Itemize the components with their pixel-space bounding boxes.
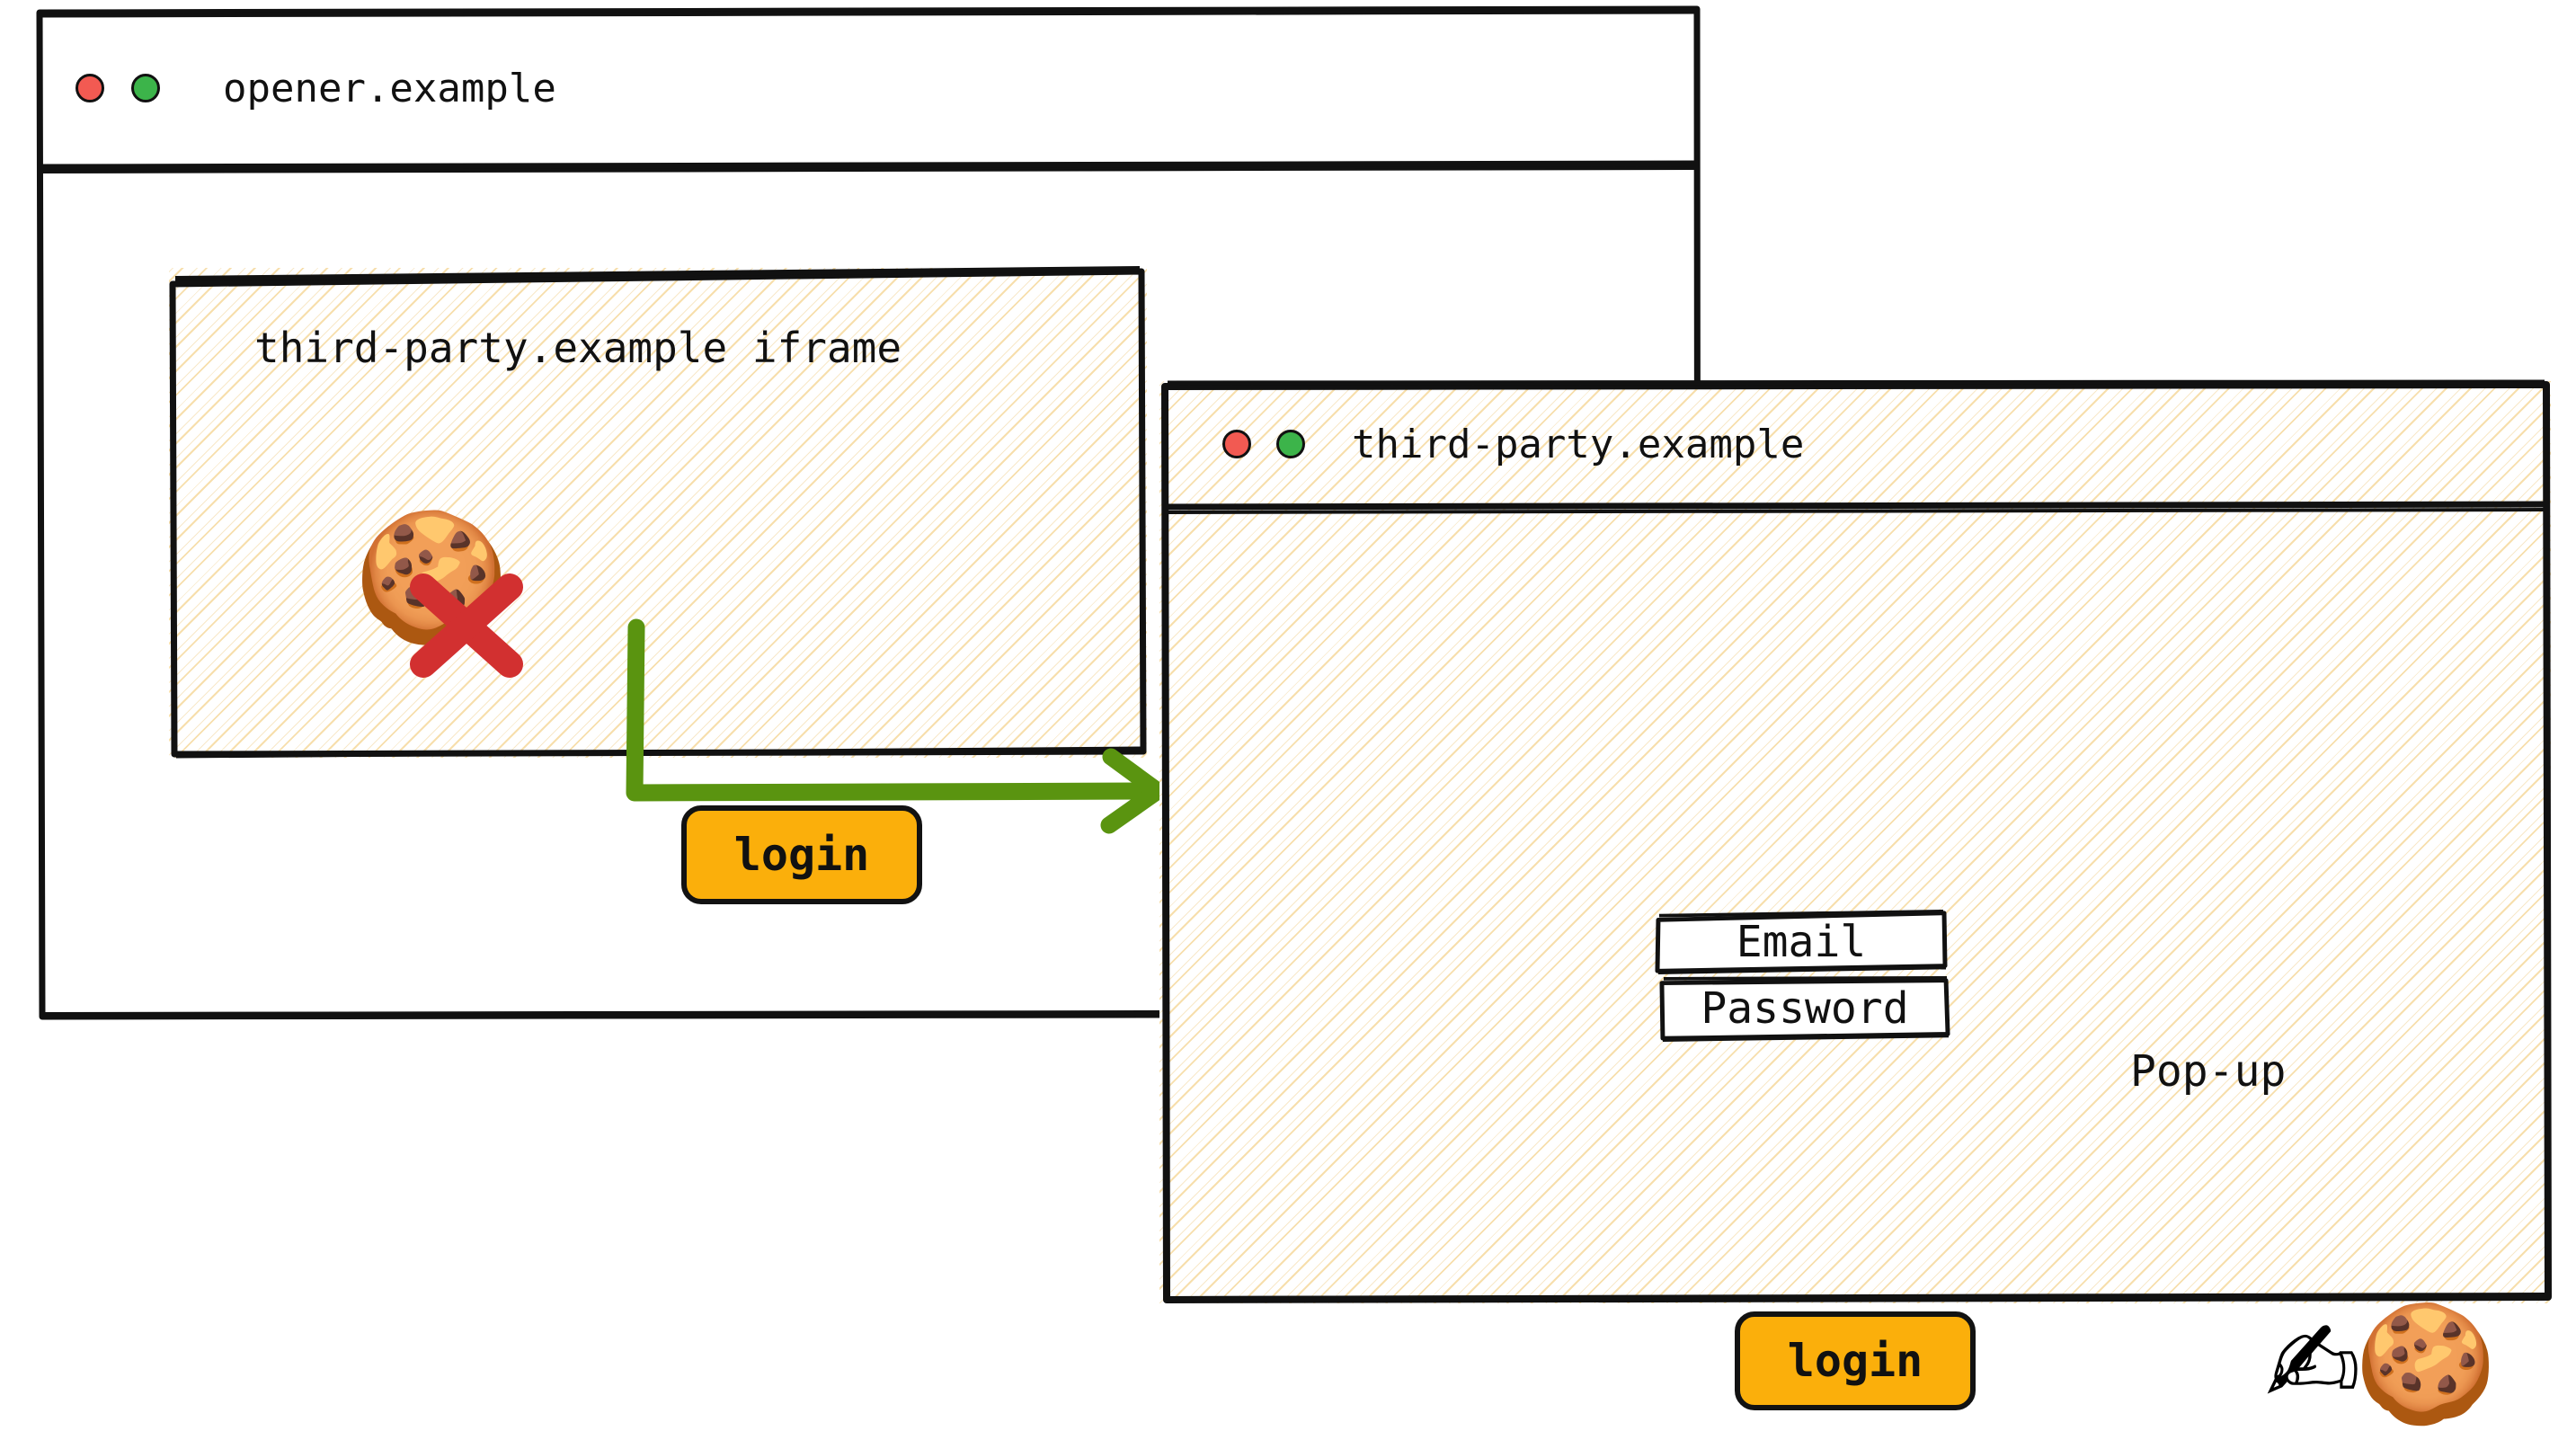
iframe-login-button[interactable]: login [681, 805, 922, 904]
iframe-origin-label: third-party.example iframe [254, 324, 902, 372]
maximize-icon[interactable] [131, 74, 160, 102]
cookie-signed-icon: ✍ 🍪 [2265, 1307, 2498, 1422]
password-field[interactable]: Password [1659, 976, 1950, 1042]
opener-titlebar: opener.example [36, 7, 1701, 169]
close-icon[interactable] [1222, 430, 1251, 458]
popup-login-button[interactable]: login [1735, 1311, 1976, 1410]
third-party-iframe: third-party.example iframe 🍪 login [169, 266, 1147, 904]
red-cross-icon [410, 573, 523, 678]
cookie-blocked-icon: 🍪 [353, 515, 529, 681]
cookie-icon: 🍪 [2354, 1297, 2498, 1431]
popup-window-frame [1159, 379, 2552, 1303]
popup-browser-window: third-party.example Email Password login… [1159, 379, 2552, 1422]
popup-titlebar: third-party.example [1159, 381, 2551, 507]
close-icon[interactable] [76, 74, 104, 102]
popup-window-title: third-party.example [1352, 421, 1805, 467]
email-field[interactable]: Email [1655, 910, 1948, 974]
popup-annotation-label: Pop-up [2130, 1046, 2287, 1097]
email-field-label: Email [1736, 917, 1867, 967]
maximize-icon[interactable] [1276, 430, 1305, 458]
writing-hand-icon: ✍ [2265, 1297, 2362, 1431]
opener-window-title: opener.example [223, 65, 556, 111]
password-field-label: Password [1701, 983, 1909, 1034]
